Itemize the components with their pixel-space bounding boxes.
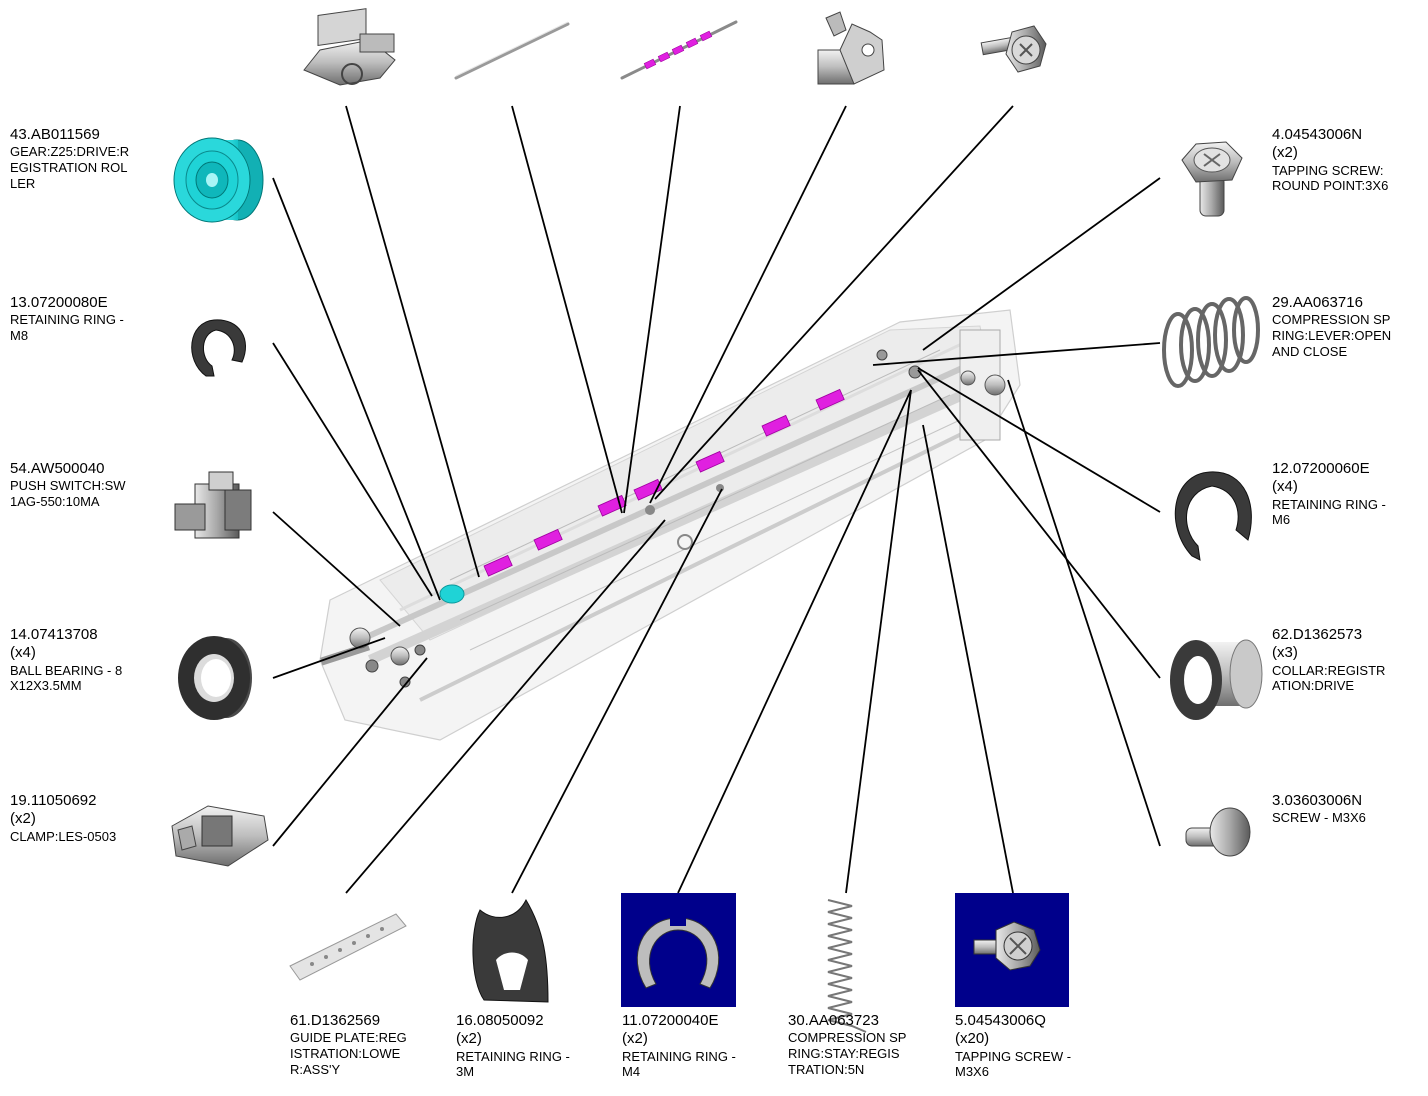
- main-assembly: [319, 309, 1021, 741]
- part-quantity: (x4): [10, 644, 36, 662]
- part-number: 11.07200040E: [622, 1012, 719, 1029]
- part-description: PUSH SWITCH:SW 1AG-550:10MA: [10, 478, 126, 510]
- tapping-screw-icon: [1181, 141, 1243, 217]
- part-number: 14.07413708: [10, 626, 98, 643]
- part-number: 5.04543006Q: [955, 1012, 1046, 1029]
- part-description: COMPRESSION SP RING:STAY:REGIS TRATION:5…: [788, 1030, 907, 1078]
- callout-13: 13.07200080E RETAINING RING - M8: [10, 294, 124, 344]
- part-number: 4.04543006N: [1272, 126, 1363, 143]
- callout-5: 5.04543006Q (x20) TAPPING SCREW - M3X6: [955, 1012, 1071, 1080]
- part-description: COLLAR:REGISTR ATION:DRIVE: [1272, 662, 1386, 694]
- part-quantity: (x4): [1272, 478, 1298, 496]
- part-number: 54.AW500040: [10, 460, 105, 477]
- part-description: RETAINING RING - M4: [622, 1048, 736, 1080]
- callout-43: 43.AB011569 GEAR:Z25:DRIVE:R EGISTRATION…: [10, 126, 129, 192]
- callout-3: 3.03603006N SCREW - M3X6: [1272, 792, 1366, 826]
- roller-shaft-icon: [620, 20, 738, 80]
- retaining-ring-icon: [191, 319, 246, 377]
- guide-plate-icon: [289, 913, 407, 981]
- shaft-icon: [454, 21, 570, 80]
- part-number: 13.07200080E: [10, 294, 108, 311]
- screw-icon: [980, 25, 1047, 73]
- callout-62: 62.D1362573 (x3) COLLAR:REGISTR ATION:DR…: [1272, 626, 1385, 694]
- callout-12: 12.07200060E (x4) RETAINING RING - M6: [1272, 460, 1386, 528]
- part-description: SCREW - M3X6: [1272, 810, 1366, 826]
- part-quantity: (x20): [955, 1030, 990, 1048]
- callout-29: 29.AA063716 COMPRESSION SP RING:LEVER:OP…: [1272, 294, 1391, 360]
- callout-30: 30.AA063723 COMPRESSION SP RING:STAY:REG…: [788, 1012, 906, 1078]
- screw-icon: [1185, 807, 1251, 857]
- part-number: 61.D1362569: [290, 1012, 381, 1029]
- callout-54: 54.AW500040 PUSH SWITCH:SW 1AG-550:10MA: [10, 460, 126, 510]
- ball-bearing-icon: [178, 636, 252, 720]
- tapping-screw-icon: [955, 893, 1069, 1007]
- part-quantity: (x2): [622, 1030, 648, 1048]
- part-number: 19.11050692: [10, 792, 97, 809]
- sensor-bracket-icon: [817, 11, 885, 85]
- part-description: RETAINING RING - M8: [10, 312, 124, 344]
- part-quantity: (x2): [10, 810, 36, 828]
- clamp-icon: [171, 805, 269, 867]
- part-number: 29.AA063716: [1272, 294, 1363, 311]
- part-description: RETAINING RING - M6: [1272, 496, 1386, 528]
- part-number: 43.AB011569: [10, 126, 100, 143]
- push-switch-icon: [174, 471, 252, 539]
- spring-icon: [1162, 296, 1260, 388]
- callout-14: 14.07413708 (x4) BALL BEARING - 8 X12X3.…: [10, 626, 122, 694]
- part-number: 62.D1362573: [1272, 626, 1363, 643]
- leader-lines: [272, 105, 1161, 894]
- part-description: COMPRESSION SP RING:LEVER:OPEN AND CLOSE: [1272, 312, 1392, 360]
- callout-16: 16.08050092 (x2) RETAINING RING - 3M: [456, 1012, 570, 1080]
- part-number: 16.08050092: [456, 1012, 544, 1029]
- part-description: BALL BEARING - 8 X12X3.5MM: [10, 662, 123, 694]
- callout-61: 61.D1362569 GUIDE PLATE:REG ISTRATION:LO…: [290, 1012, 407, 1078]
- part-description: CLAMP:LES-0503: [10, 828, 117, 844]
- callout-11: 11.07200040E (x2) RETAINING RING - M4: [622, 1012, 736, 1080]
- collar-icon: [1170, 639, 1263, 720]
- callout-4: 4.04543006N (x2) TAPPING SCREW: ROUND PO…: [1272, 126, 1388, 194]
- part-description: GEAR:Z25:DRIVE:R EGISTRATION ROL LER: [10, 144, 130, 192]
- gear-icon: [173, 137, 264, 223]
- callout-19: 19.11050692 (x2) CLAMP:LES-0503: [10, 792, 116, 844]
- part-description: TAPPING SCREW - M3X6: [955, 1048, 1072, 1080]
- part-number: 3.03603006N: [1272, 792, 1363, 809]
- retaining-ring-icon: [472, 898, 549, 1003]
- part-quantity: (x2): [456, 1030, 482, 1048]
- part-description: GUIDE PLATE:REG ISTRATION:LOWE R:ASS'Y: [290, 1030, 407, 1078]
- part-quantity: (x2): [1272, 144, 1298, 162]
- part-number: 30.AA063723: [788, 1012, 879, 1029]
- part-quantity: (x3): [1272, 644, 1298, 662]
- roller-highlights: [483, 388, 845, 577]
- retaining-ring-icon: [1174, 471, 1252, 561]
- bracket-icon: [303, 8, 396, 86]
- part-description: TAPPING SCREW: ROUND POINT:3X6: [1272, 162, 1389, 194]
- spring-icon: [827, 899, 867, 1033]
- part-number: 12.07200060E: [1272, 460, 1370, 477]
- retaining-ring-icon: [621, 893, 736, 1007]
- part-description: RETAINING RING - 3M: [456, 1048, 570, 1080]
